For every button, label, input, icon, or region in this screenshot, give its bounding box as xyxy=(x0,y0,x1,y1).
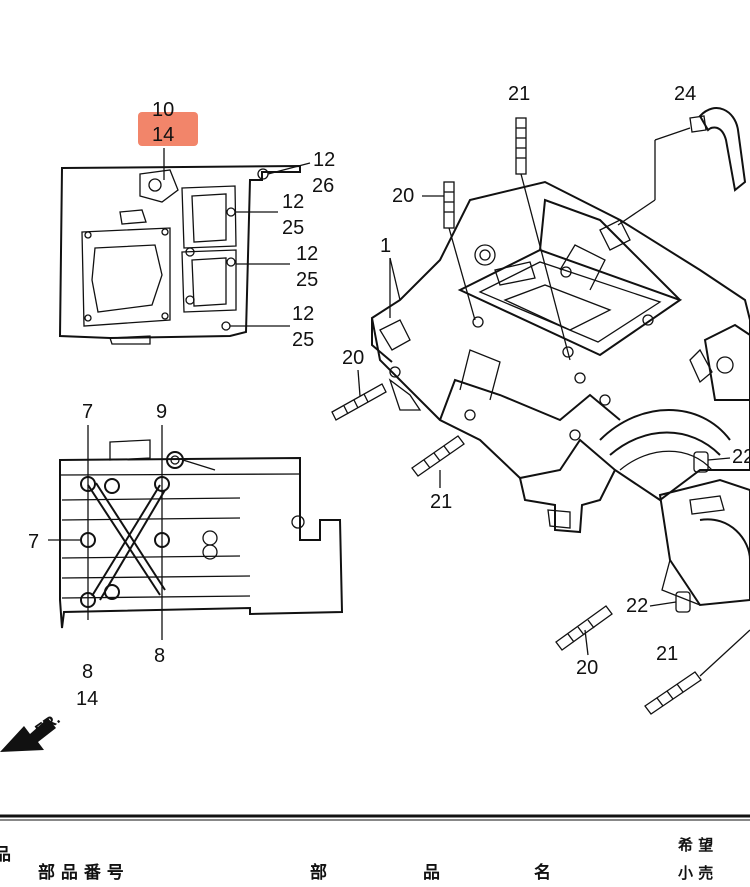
stud-20-left xyxy=(331,369,387,421)
callout-12-r4: 12 xyxy=(292,303,314,325)
callout-14-top: 14 xyxy=(152,124,174,146)
callout-7-top: 7 xyxy=(82,401,93,423)
callout-8-bottom-right: 8 xyxy=(154,645,165,667)
callout-12-r1: 12 xyxy=(313,149,335,171)
callout-24: 24 xyxy=(674,83,696,105)
callout-25-r4: 25 xyxy=(292,329,314,351)
callout-21-mid: 21 xyxy=(430,491,452,513)
header-part-name-1: 部 xyxy=(310,862,327,883)
callout-21-low: 21 xyxy=(656,643,678,665)
header-left-edge: 品 xyxy=(0,845,11,865)
callout-22-right: 22 xyxy=(732,446,750,468)
callout-25-r3: 25 xyxy=(296,269,318,291)
callout-20-top: 20 xyxy=(392,185,414,207)
callout-12-r2: 12 xyxy=(282,191,304,213)
callout-22-low: 22 xyxy=(626,595,648,617)
header-retail-top: 希 望 xyxy=(678,836,713,854)
stud-21-mid xyxy=(411,435,465,488)
highlight-marker xyxy=(138,112,198,146)
callout-12-r3: 12 xyxy=(296,243,318,265)
callout-14-bottom: 14 xyxy=(76,688,98,710)
callout-20-mid: 20 xyxy=(342,347,364,369)
bolt-pattern-view: 7 9 7 8 8 14 xyxy=(28,401,344,710)
header-part-name-2: 品 xyxy=(423,863,440,883)
stud-20-low xyxy=(555,605,613,656)
header-part-name-3: 名 xyxy=(534,862,551,883)
callout-7-left: 7 xyxy=(28,531,39,553)
parts-table-header: 品 部 品 番 号 部 品 名 希 望 小 売 xyxy=(0,814,750,883)
callout-20-low: 20 xyxy=(576,657,598,679)
callout-25-r2: 25 xyxy=(282,217,304,239)
dowel-22-lower xyxy=(675,591,691,613)
stud-21-low xyxy=(644,629,750,715)
stud-21-top xyxy=(515,117,571,361)
gasket-view: 10 14 12 26 12 25 12 25 12 25 xyxy=(58,99,335,351)
stud-20-top xyxy=(422,181,476,321)
front-direction-arrow: FR. xyxy=(0,711,63,752)
callout-10-top: 10 xyxy=(152,99,174,121)
callout-8-bottom-left: 8 xyxy=(82,661,93,683)
header-retail-bottom: 小 売 xyxy=(678,864,713,882)
crankcase-view: 21 24 20 1 20 21 22 22 20 21 xyxy=(331,83,750,715)
callout-26-r1: 26 xyxy=(312,175,334,197)
callout-1: 1 xyxy=(380,235,391,257)
callout-9-top: 9 xyxy=(156,401,167,423)
header-part-number: 部 品 番 号 xyxy=(38,862,124,883)
dowel-22-upper xyxy=(693,451,709,473)
callout-21-top: 21 xyxy=(508,83,530,105)
